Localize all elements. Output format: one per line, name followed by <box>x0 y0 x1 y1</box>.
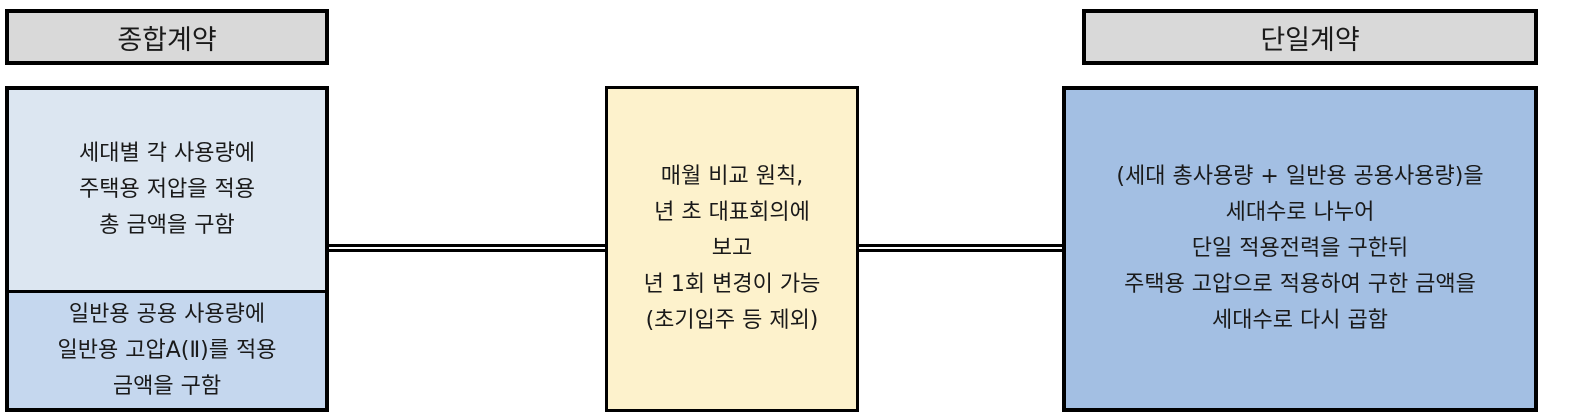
header-single-contract-label: 단일계약 <box>1260 24 1360 56</box>
comparison-rule-box: 매월 비교 원칙, 년 초 대표회의에 보고 년 1회 변경이 가능 (초기입주… <box>605 86 859 412</box>
text-line: 보고 <box>711 236 753 261</box>
text-line: 년 1회 변경이 가능 <box>643 272 821 297</box>
common-usage-box: 일반용 공용 사용량에 일반용 고압A(Ⅱ)를 적용 금액을 구함 <box>9 290 325 408</box>
header-combined-contract-label: 종합계약 <box>117 24 217 56</box>
connector-right <box>859 244 1062 252</box>
text-line: 세대별 각 사용량에 <box>79 141 255 166</box>
single-contract-text: (세대 총사용량 + 일반용 공용사용량)을 세대수로 나누어 단일 적용전력을… <box>1116 159 1483 339</box>
text-line: 매월 비교 원칙, <box>660 164 804 189</box>
text-line: 일반용 고압A(Ⅱ)를 적용 <box>57 337 277 363</box>
text-line: (초기입주 등 제외) <box>645 308 819 333</box>
text-line: (세대 총사용량 + 일반용 공용사용량)을 <box>1116 164 1484 189</box>
text-line: 일반용 공용 사용량에 <box>68 301 266 327</box>
text-line: 년 초 대표회의에 <box>654 200 810 225</box>
connector-left <box>329 244 605 252</box>
text-line: 세대수로 나누어 <box>1225 200 1375 225</box>
text-line: 금액을 구함 <box>112 373 222 399</box>
header-single-contract: 단일계약 <box>1082 9 1538 65</box>
text-line: 세대수로 다시 곱함 <box>1212 308 1388 333</box>
text-line: 주택용 고압으로 적용하여 구한 금액을 <box>1124 272 1476 297</box>
text-line: 총 금액을 구함 <box>99 213 235 238</box>
single-contract-panel: (세대 총사용량 + 일반용 공용사용량)을 세대수로 나누어 단일 적용전력을… <box>1062 86 1538 412</box>
text-line: 주택용 저압을 적용 <box>79 177 255 202</box>
comparison-rule-text: 매월 비교 원칙, 년 초 대표회의에 보고 년 1회 변경이 가능 (초기입주… <box>644 159 821 339</box>
common-usage-text: 일반용 공용 사용량에 일반용 고압A(Ⅱ)를 적용 금액을 구함 <box>58 297 277 405</box>
household-usage-box: 세대별 각 사용량에 주택용 저압을 적용 총 금액을 구함 <box>9 90 325 290</box>
household-usage-text: 세대별 각 사용량에 주택용 저압을 적용 총 금액을 구함 <box>79 136 255 244</box>
header-combined-contract: 종합계약 <box>5 9 329 65</box>
combined-contract-panel: 세대별 각 사용량에 주택용 저압을 적용 총 금액을 구함 일반용 공용 사용… <box>5 86 329 412</box>
text-line: 단일 적용전력을 구한뒤 <box>1191 236 1409 261</box>
